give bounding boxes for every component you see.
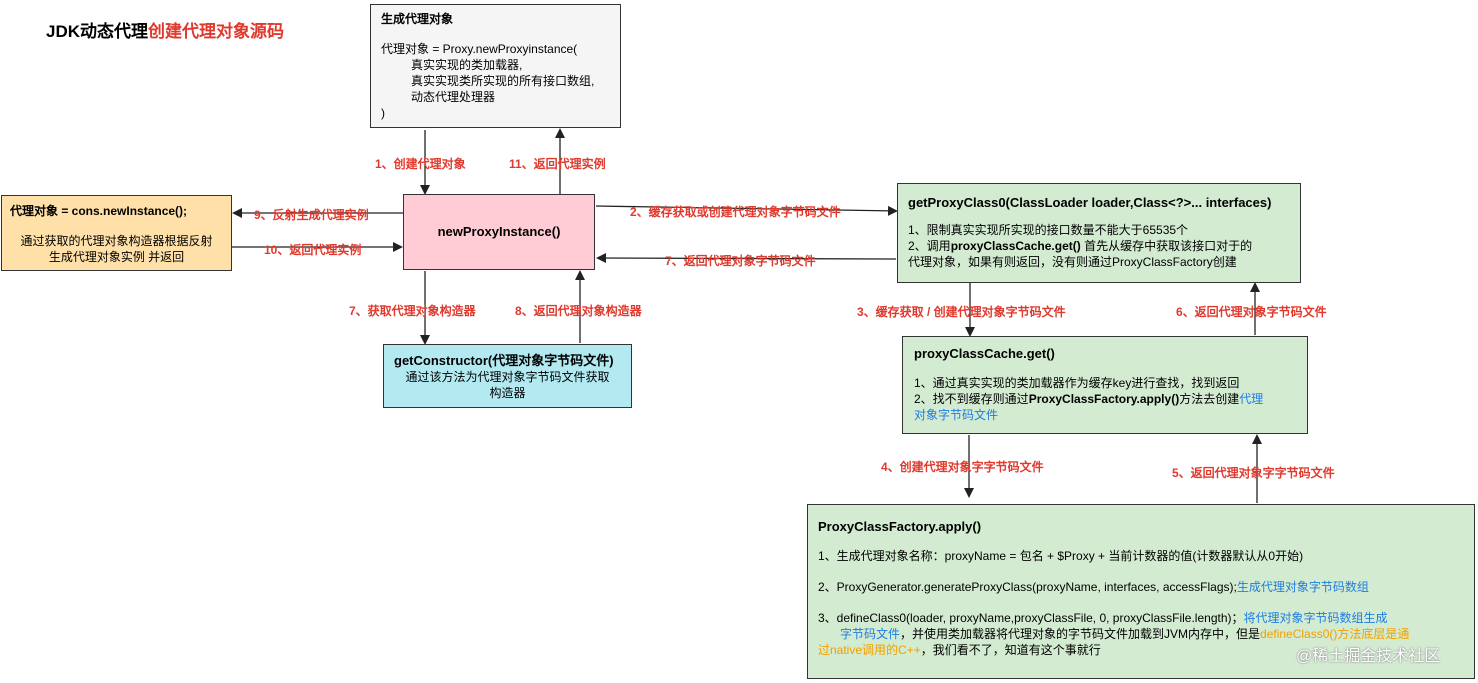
title-red: 创建代理对象源码 — [148, 22, 285, 41]
page-title: JDK动态代理创建代理对象源码 — [46, 17, 284, 42]
label-8-return-constructor: 8、返回代理对象构造器 — [515, 304, 642, 318]
get-proxy-class0-line-3: 代理对象，如果有则返回，没有则通过ProxyClassFactory创建 — [908, 255, 1237, 269]
factory-line4-orange: defineClass0()方法底层是通 — [1260, 627, 1410, 641]
proxy-class-cache-line-2: 2、找不到缓存则通过ProxyClassFactory.apply()方法去创建… — [914, 391, 1296, 407]
generate-proxy-title: 生成代理对象 — [381, 12, 454, 26]
factory-line3-blue: 将代理对象字节码数组生成 — [1243, 611, 1388, 625]
factory-line2-code: 2、ProxyGenerator.generateProxyClass(prox… — [818, 580, 1237, 594]
cache-line2-mid: 方法去创建 — [1179, 392, 1240, 406]
label-7-return-bytecode: 7、返回代理对象字节码文件 — [665, 254, 816, 268]
label-5-return-bytecode: 5、返回代理对象字字节码文件 — [1172, 466, 1335, 480]
get-constructor-box: getConstructor(代理对象字节码文件) 通过该方法为代理对象字节码文… — [383, 344, 632, 408]
label-1-create-proxy: 1、创建代理对象 — [375, 157, 466, 171]
factory-line5-orange: 过native调用的C++ — [818, 643, 921, 657]
generate-proxy-line-2: 真实实现的类加载器, — [411, 58, 523, 72]
new-instance-line-1: 通过获取的代理对象构造器根据反射 — [20, 234, 213, 248]
new-instance-line-2: 生成代理对象实例 并返回 — [48, 250, 185, 264]
factory-line4-blue: 字节码文件 — [840, 627, 901, 641]
generate-proxy-line-5: ) — [381, 106, 385, 120]
proxy-class-factory-box: ProxyClassFactory.apply() 1、生成代理对象名称：pro… — [807, 504, 1475, 679]
factory-line-3: 3、defineClass0(loader, proxyName,proxyCl… — [818, 610, 1464, 626]
label-3-cache-create: 3、缓存获取 / 创建代理对象字节码文件 — [857, 305, 1066, 319]
factory-line-1: 1、生成代理对象名称：proxyName = 包名 + $Proxy + 当前计… — [818, 549, 1304, 563]
label-10-return-instance: 10、返回代理实例 — [264, 243, 362, 257]
new-instance-box: 代理对象 = cons.newInstance(); 通过获取的代理对象构造器根… — [1, 195, 232, 271]
cache-line2-prefix: 2、找不到缓存则通过 — [914, 392, 1029, 406]
edge-2-cache-create — [595, 205, 898, 216]
generate-proxy-line-1: 代理对象 = Proxy.newProxyinstance( — [381, 42, 578, 56]
label-4-create-bytecode: 4、创建代理对象字字节码文件 — [881, 460, 1044, 474]
cache-line2-method: ProxyClassFactory.apply() — [1028, 392, 1180, 406]
gpc-line2-suffix: 首先从缓存中获取该接口对于的 — [1080, 239, 1253, 253]
generate-proxy-line-3: 真实实现类所实现的所有接口数组, — [411, 74, 595, 88]
factory-line-4: 字节码文件，并使用类加载器将代理对象的字节码文件加载到JVM内存中，但是defi… — [818, 626, 1464, 642]
new-proxy-instance-title: newProxyInstance() — [437, 224, 561, 239]
get-constructor-title: getConstructor(代理对象字节码文件) — [394, 353, 614, 368]
label-11-return-instance: 11、返回代理实例 — [509, 157, 606, 171]
new-proxy-instance-box: newProxyInstance() — [403, 194, 595, 270]
get-constructor-line-2: 构造器 — [489, 386, 526, 400]
gpc-line2-method: proxyClassCache.get() — [950, 239, 1081, 253]
new-instance-title: 代理对象 = cons.newInstance(); — [10, 204, 188, 218]
edge-7-return-bytecode — [596, 253, 897, 264]
proxy-class-cache-title: proxyClassCache.get() — [914, 346, 1055, 361]
factory-line4-text: ，并使用类加载器将代理对象的字节码文件加载到JVM内存中，但是 — [900, 627, 1261, 641]
proxy-class-factory-title: ProxyClassFactory.apply() — [818, 519, 982, 534]
proxy-class-cache-line-3: 对象字节码文件 — [914, 408, 999, 422]
label-7-get-constructor: 7、获取代理对象构造器 — [349, 304, 476, 318]
get-proxy-class0-line-1: 1、限制真实实现所实现的接口数量不能大于65535个 — [908, 223, 1189, 237]
factory-line2-blue: 生成代理对象字节码数组 — [1236, 580, 1369, 594]
factory-line3-code: 3、defineClass0(loader, proxyName,proxyCl… — [818, 611, 1244, 625]
gpc-line2-prefix: 2、调用 — [908, 239, 951, 253]
proxy-class-cache-line-1: 1、通过真实实现的类加载器作为缓存key进行查找，找到返回 — [914, 376, 1240, 390]
generate-proxy-box: 生成代理对象 代理对象 = Proxy.newProxyinstance( 真实… — [370, 4, 621, 128]
get-constructor-line-1: 通过该方法为代理对象字节码文件获取 — [405, 370, 610, 384]
watermark: @稀土掘金技术社区 — [1296, 648, 1441, 665]
get-proxy-class0-line-2: 2、调用proxyClassCache.get() 首先从缓存中获取该接口对于的 — [908, 238, 1290, 254]
label-2-cache-or-create: 2、缓存获取或创建代理对象字节码文件 — [630, 205, 841, 219]
factory-line-5: 过native调用的C++，我们看不了，知道有这个事就行 — [818, 642, 1464, 658]
title-black: JDK动态代理 — [46, 22, 149, 41]
label-9-reflect-instance: 9、反射生成代理实例 — [254, 208, 369, 222]
label-6-return-bytecode: 6、返回代理对象字节码文件 — [1176, 305, 1327, 319]
factory-line5-text: ，我们看不了，知道有这个事就行 — [920, 643, 1101, 657]
cache-line2-blue: 代理 — [1239, 392, 1264, 406]
factory-line-2: 2、ProxyGenerator.generateProxyClass(prox… — [818, 579, 1464, 595]
get-proxy-class0-box: getProxyClass0(ClassLoader loader,Class<… — [897, 183, 1301, 283]
proxy-class-cache-box: proxyClassCache.get() 1、通过真实实现的类加载器作为缓存k… — [902, 336, 1308, 434]
generate-proxy-line-4: 动态代理处理器 — [411, 90, 496, 104]
get-proxy-class0-title: getProxyClass0(ClassLoader loader,Class<… — [908, 195, 1272, 210]
